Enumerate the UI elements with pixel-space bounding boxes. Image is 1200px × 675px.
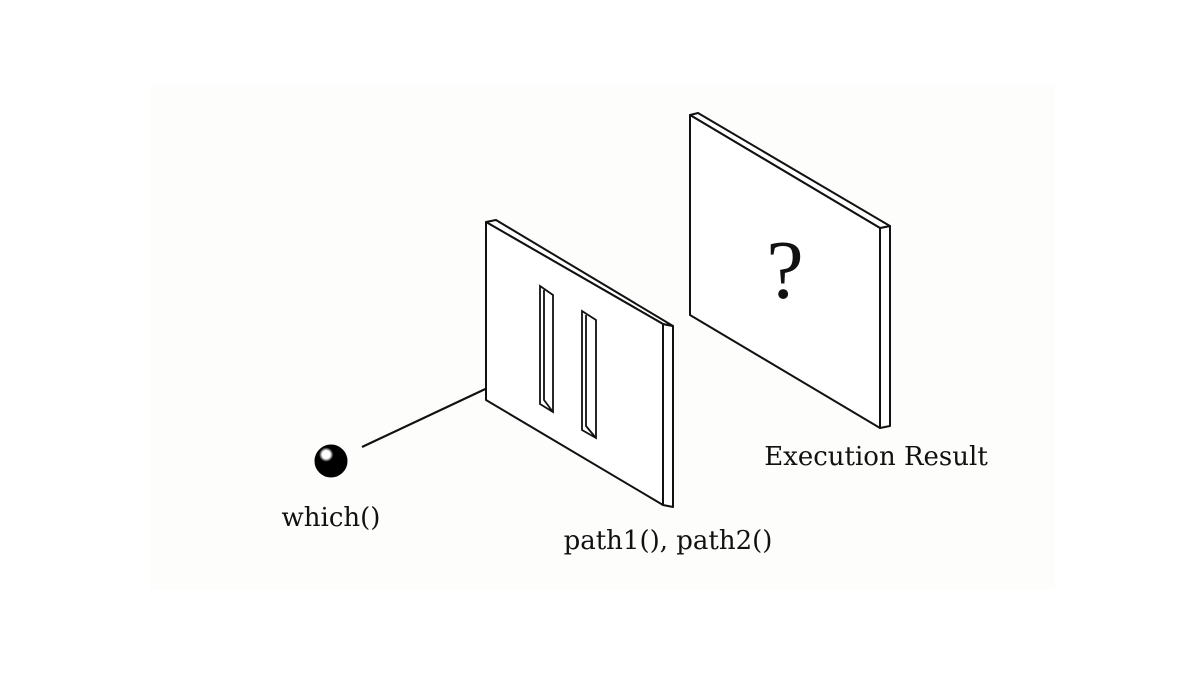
source-label: which() xyxy=(282,503,381,533)
result-label: Execution Result xyxy=(764,442,988,472)
slit-2 xyxy=(581,309,597,440)
slits-label: path1(), path2() xyxy=(564,526,773,556)
particle-source xyxy=(314,444,348,478)
slit-panel xyxy=(485,219,674,508)
result-screen xyxy=(689,112,891,429)
result-question-mark: ? xyxy=(766,224,803,317)
slit-1 xyxy=(539,284,554,414)
